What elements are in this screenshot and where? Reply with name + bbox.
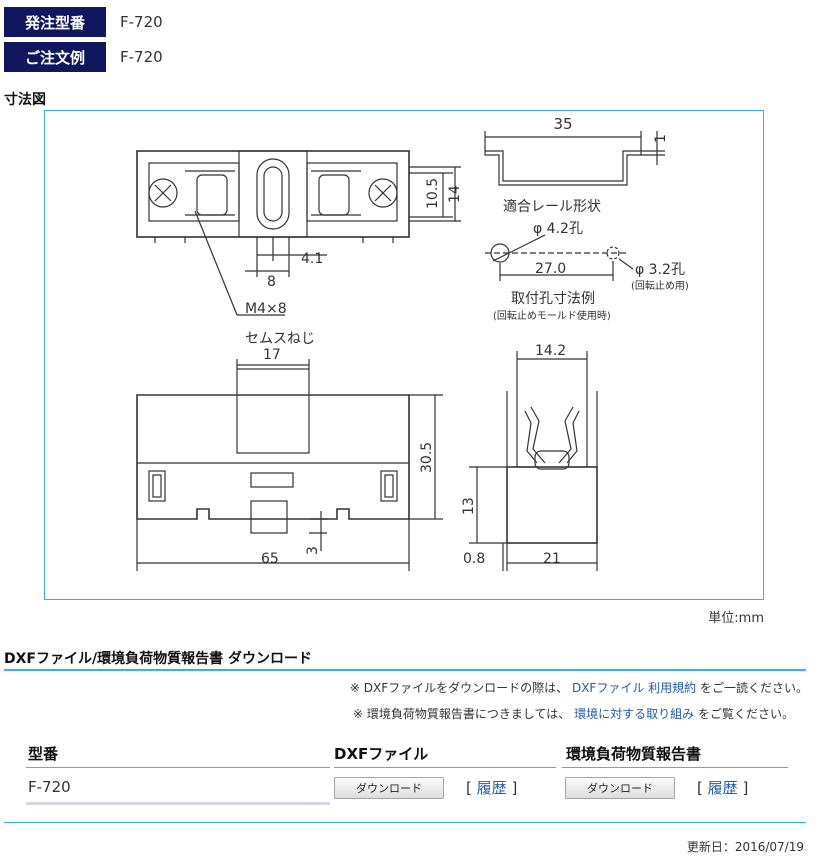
hole-4-2-label: φ 4.2孔 (533, 221, 583, 237)
screw-spec-label: M4×8 (245, 301, 287, 317)
env-history: [ 履歴 ] (697, 779, 749, 797)
screw-type-label: セムスねじ (245, 331, 315, 347)
dimension-drawing-svg: 35 1 10.5 14 4.1 8 適合レール形状 φ 4.2孔 φ 3.2孔… (136, 115, 689, 571)
order-model-value: F-720 (120, 13, 163, 31)
mount-hole-note: (回転止めモールド使用時) (493, 309, 611, 322)
col-header-env: 環境負荷物質報告書 (566, 745, 702, 763)
dim-30-5: 30.5 (419, 442, 435, 473)
order-model-label: 発注型番 (4, 7, 106, 37)
col-header-dxf: DXFファイル (334, 745, 429, 763)
spec-row-order-model: 発注型番 F-720 (4, 7, 163, 37)
dxf-terms-link[interactable]: DXFファイル 利用規約 (571, 681, 697, 695)
dim-13: 13 (461, 497, 477, 515)
dim-14-2: 14.2 (535, 343, 566, 359)
dim-21: 21 (543, 551, 561, 567)
dxf-history: [ 履歴 ] (466, 779, 518, 797)
dim-65: 65 (261, 551, 279, 567)
spec-row-order-example: ご注文例 F-720 (4, 42, 163, 72)
col-header-rule-env (562, 767, 788, 768)
dimension-drawing: 35 1 10.5 14 4.1 8 適合レール形状 φ 4.2孔 φ 3.2孔… (44, 110, 764, 600)
environment-link[interactable]: 環境に対する取り組み (574, 707, 695, 721)
dim-35: 35 (553, 115, 572, 133)
col-header-rule-dxf (334, 767, 556, 768)
col-header-model: 型番 (28, 745, 59, 763)
env-note: ※ 環境負荷物質報告書につきましては、 環境に対する取り組み をご覧ください。 (353, 707, 794, 721)
dim-10-5: 10.5 (425, 178, 441, 209)
footer-divider (4, 822, 806, 823)
dim-14: 14 (447, 185, 463, 203)
download-divider (4, 669, 806, 671)
dxf-history-link[interactable]: 履歴 (476, 779, 507, 797)
dim-8: 8 (267, 274, 276, 290)
col-header-rule-model (26, 767, 330, 768)
mount-hole-label: 取付孔寸法例 (511, 291, 595, 307)
order-example-label: ご注文例 (4, 42, 106, 72)
dxf-note: ※ DXFファイルをダウンロードの際は、 DXFファイル 利用規約 をご一読くだ… (349, 681, 808, 695)
dim-3: 3 (305, 546, 321, 555)
dim-4-1: 4.1 (301, 251, 323, 267)
dim-27: 27.0 (535, 261, 566, 277)
dim-0-8: 0.8 (463, 551, 485, 567)
drawing-title: 寸法図 (4, 92, 46, 108)
unit-label: 単位:mm (708, 611, 764, 626)
hole-3-2-label: φ 3.2孔 (635, 262, 685, 278)
env-download-button[interactable]: ダウンロード (565, 777, 675, 799)
updated-date: 更新日：2016/07/19 (686, 840, 804, 854)
dxf-download-button[interactable]: ダウンロード (334, 777, 444, 799)
env-history-link[interactable]: 履歴 (707, 779, 738, 797)
anti-rotation-note: (回転止め用) (631, 280, 689, 292)
dim-17: 17 (263, 347, 281, 363)
dim-1: 1 (653, 134, 669, 143)
model-cell-underline (26, 802, 330, 805)
rail-shape-label: 適合レール形状 (503, 198, 601, 215)
model-cell: F-720 (28, 778, 71, 796)
order-example-value: F-720 (120, 48, 163, 66)
download-title: DXFファイル/環境負荷物質報告書 ダウンロード (4, 651, 312, 667)
